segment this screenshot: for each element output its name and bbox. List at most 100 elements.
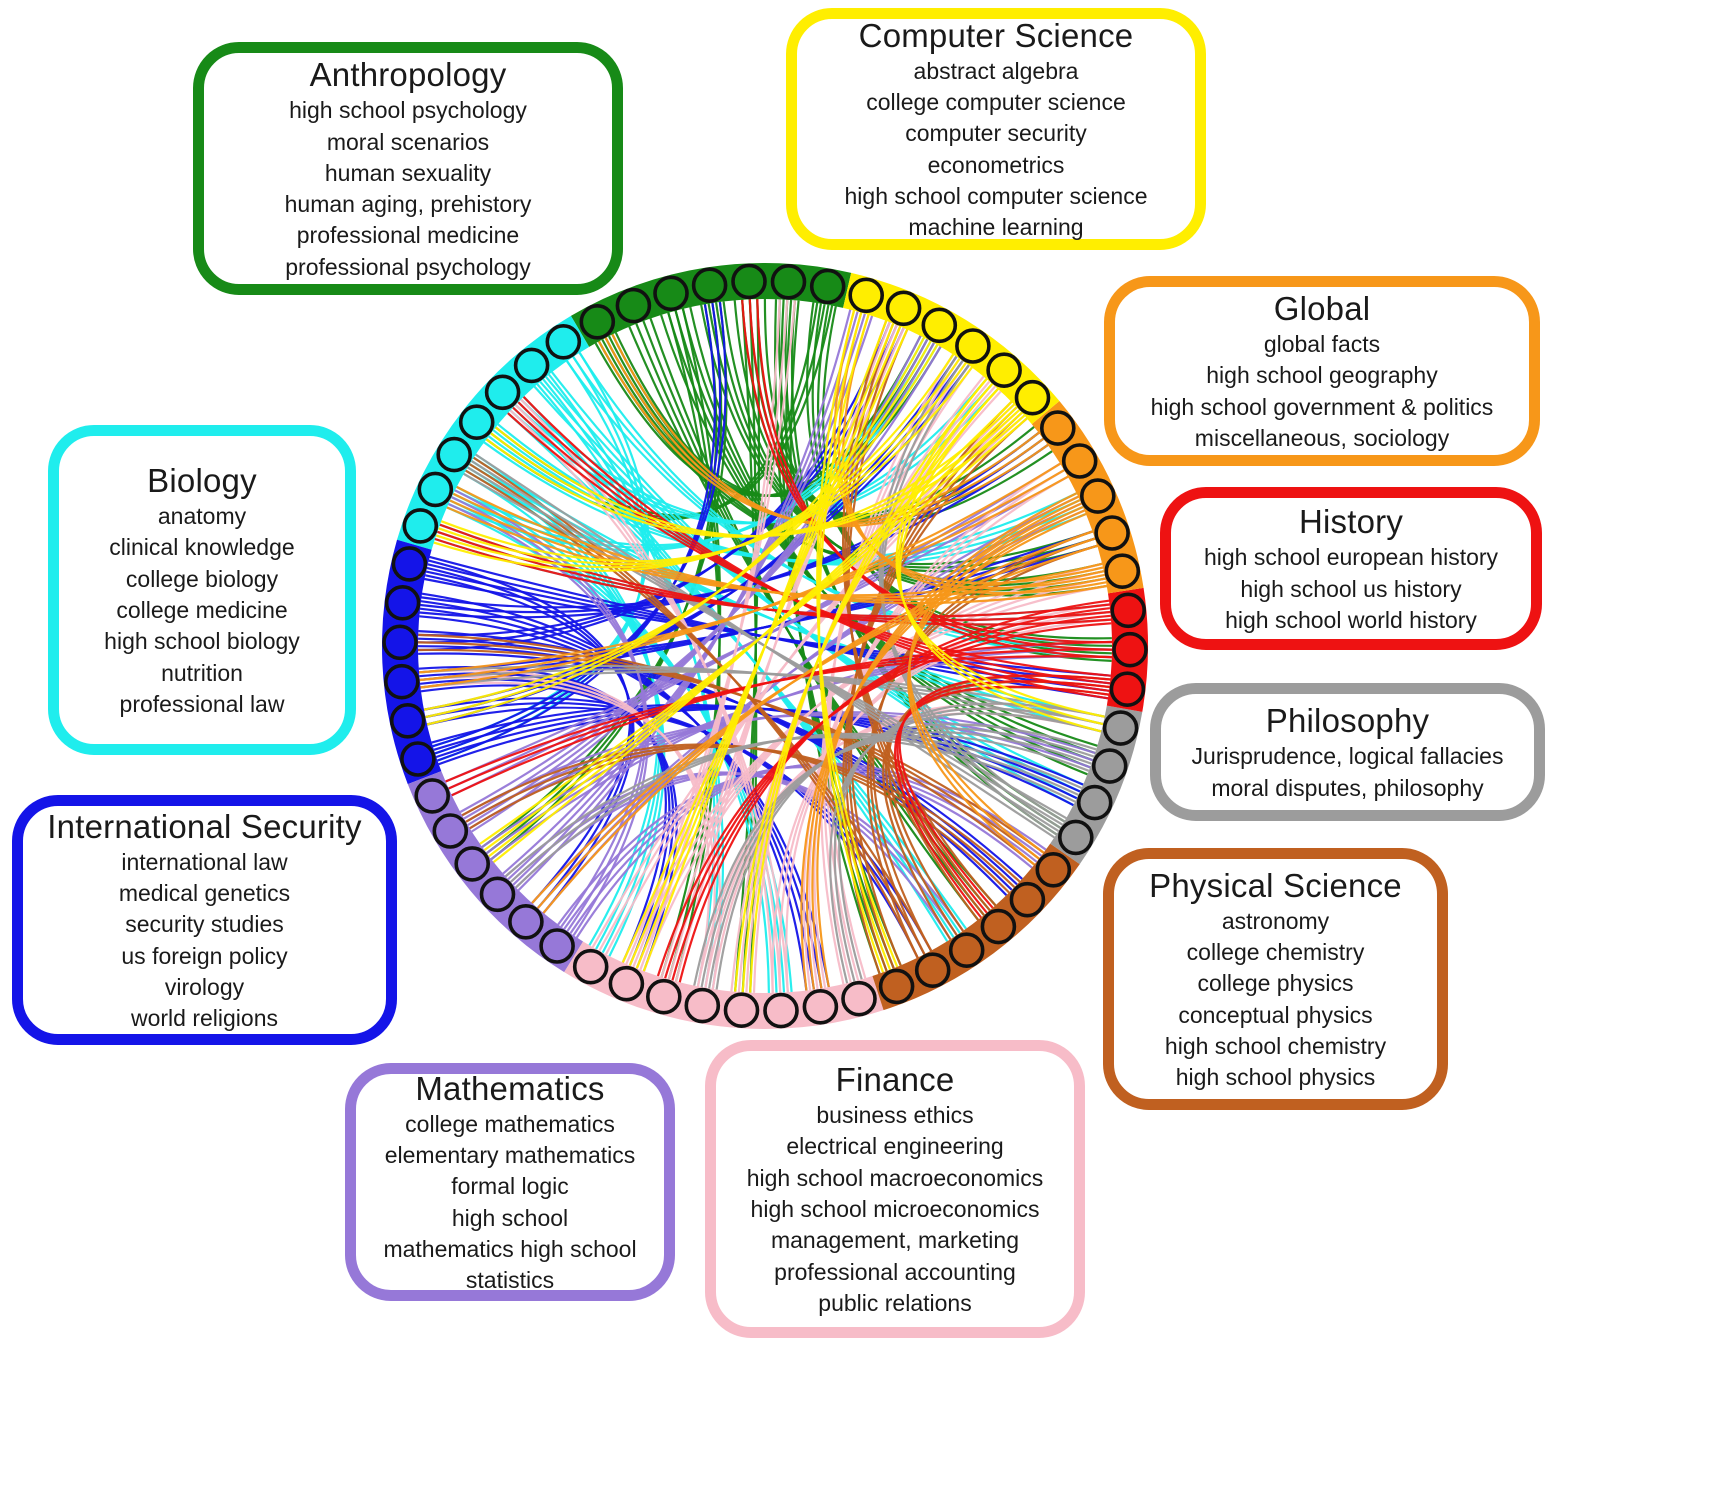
category-topic: astronomy [1221, 907, 1330, 934]
chord-global [833, 310, 1104, 585]
category-topic: virology [164, 973, 245, 1000]
subject-node [1080, 478, 1116, 514]
subject-node [1076, 784, 1113, 821]
subject-node [809, 268, 846, 305]
chord-finance [813, 462, 1061, 988]
chord-finance [785, 603, 1110, 993]
category-topic: high school world history [1225, 606, 1477, 633]
subject-node [1058, 819, 1094, 856]
category-topic: high school european history [1203, 544, 1499, 571]
category-title: Mathematics [415, 1069, 605, 1107]
category-title: Finance [835, 1060, 955, 1098]
subject-node [770, 263, 807, 300]
subject-node [608, 965, 645, 1002]
subject-node [382, 624, 418, 661]
chord-international-security [437, 304, 716, 762]
subject-node [432, 813, 469, 849]
subject-node [1112, 631, 1148, 668]
chord-philosophy [515, 732, 1083, 889]
subject-node [1035, 851, 1072, 888]
chord-computer-science [426, 337, 925, 726]
chord-computer-science [895, 378, 1105, 718]
chord-mathematics [447, 502, 649, 937]
subject-node [384, 584, 421, 621]
subject-node [414, 778, 451, 814]
category-topic: college physics [1197, 970, 1354, 997]
subject-node [436, 436, 473, 473]
subject-node [1061, 443, 1098, 479]
chord-global [420, 462, 1061, 689]
category-topic: security studies [125, 911, 284, 938]
category-topic: high school chemistry [1164, 1032, 1387, 1059]
subject-node [955, 328, 991, 364]
chord-history [434, 537, 1110, 618]
category-topic: high school microeconomics [750, 1196, 1040, 1222]
subject-node [763, 992, 799, 1029]
category-topic: management, marketing [770, 1227, 1019, 1254]
category-topic: high school physics [1175, 1064, 1376, 1091]
chord-computer-science [816, 310, 899, 968]
subject-nodes-layer [382, 263, 1148, 1029]
category-title: Global [1273, 289, 1371, 327]
subject-node [383, 663, 420, 700]
subject-node [391, 546, 428, 582]
category-title: Philosophy [1265, 702, 1430, 740]
category-topic: computer security [905, 120, 1087, 147]
chord-computer-science [749, 378, 988, 993]
category-topic: global facts [1263, 331, 1381, 358]
chord-biology [483, 441, 1078, 562]
subject-node [986, 352, 1022, 389]
subject-node [914, 952, 951, 989]
category-topic: business ethics [816, 1102, 974, 1129]
subject-node [484, 374, 521, 411]
category-topic: moral disputes, philosophy [1211, 774, 1484, 801]
category-title: Anthropology [309, 56, 507, 94]
subject-node [572, 948, 609, 985]
subject-node [841, 980, 877, 1017]
subject-node [885, 290, 922, 327]
category-topic: international law [121, 848, 288, 875]
category-topic: mathematics high school [383, 1235, 637, 1262]
subject-node [691, 267, 728, 304]
chord-finance [674, 321, 891, 982]
chord-global [542, 530, 1093, 914]
category-topic: high school [451, 1204, 569, 1231]
subject-node [545, 323, 582, 360]
category-topic: college computer science [866, 89, 1126, 116]
subject-node [513, 347, 550, 384]
subject-node [1110, 592, 1146, 629]
subject-node [579, 303, 616, 340]
category-topic: miscellaneous, sociology [1194, 424, 1450, 451]
subject-node [1040, 410, 1076, 446]
category-topic: public relations [818, 1289, 972, 1316]
subject-node [1102, 710, 1139, 746]
category-topic: elementary mathematics [384, 1142, 636, 1169]
subject-node [684, 987, 721, 1024]
category-topic: professional law [119, 690, 285, 717]
subject-node [1091, 748, 1128, 784]
chord-international-security [425, 574, 635, 914]
chord-anthropology [774, 299, 902, 966]
chord-computer-science [642, 320, 888, 972]
subject-node [454, 846, 491, 882]
subject-node [1109, 671, 1146, 708]
subject-node [1094, 515, 1130, 551]
chord-finance [420, 681, 722, 990]
subject-node [508, 903, 544, 940]
category-topic: high school government & politics [1150, 393, 1494, 420]
subject-node [479, 876, 516, 913]
category-topic: us foreign policy [121, 942, 288, 969]
subject-node [980, 908, 1017, 945]
category-topic: high school macroeconomics [746, 1164, 1044, 1191]
chord-computer-science [485, 403, 1015, 538]
category-title: International Security [47, 807, 362, 845]
subject-node [400, 741, 436, 777]
